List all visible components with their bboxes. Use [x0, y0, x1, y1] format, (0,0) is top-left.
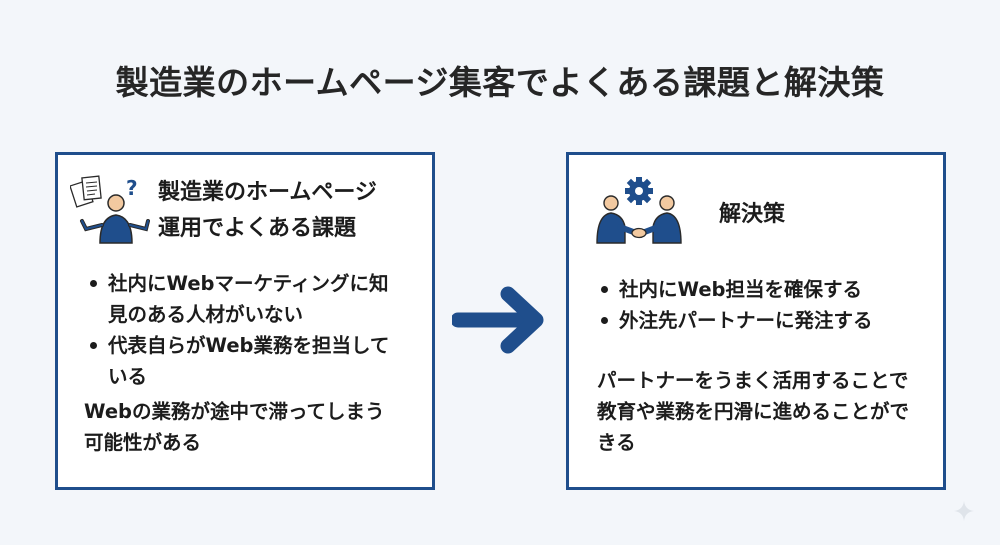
- problem-item: 社内にWebマーケティングに知見のある人材がいない: [86, 268, 406, 330]
- page-title: 製造業のホームページ集客でよくある課題と解決策: [115, 63, 885, 102]
- problem-heading: 製造業のホームページ 運用でよくある課題: [158, 175, 428, 247]
- right-arrow-icon-graphic: [450, 286, 544, 354]
- bullet-icon: [601, 286, 608, 293]
- problem-heading-line-2: 運用でよくある課題: [158, 216, 357, 241]
- solution-note: パートナーをうまく活用することで教育や業務を円滑に進めることができる: [597, 369, 910, 454]
- solution-item-text: 外注先パートナーに発注する: [619, 309, 873, 332]
- problem-note: Webの業務が途中で滞ってしまう可能性がある: [84, 400, 385, 454]
- solution-item: 社内にWeb担当を確保する: [597, 274, 927, 305]
- bullet-icon: [601, 317, 608, 324]
- sparkle-icon: [953, 500, 975, 522]
- confused-person-icon-graphic: ?: [69, 175, 150, 244]
- problem-item-text: 代表自らがWeb業務を担当している: [108, 334, 390, 388]
- solution-heading: 解決策: [719, 202, 786, 227]
- handshake-gear-icon: [594, 177, 684, 245]
- solution-item: 外注先パートナーに発注する: [597, 305, 927, 336]
- sparkle-icon-graphic: [954, 501, 974, 521]
- problem-item-text: 社内にWebマーケティングに知見のある人材がいない: [108, 272, 389, 326]
- bullet-icon: [90, 280, 97, 287]
- problem-item: 代表自らがWeb業務を担当している: [86, 330, 406, 392]
- problem-panel: ? 製造業のホームページ 運用でよくある課題 社内にWebマーケティングに知見の…: [55, 152, 435, 490]
- bullet-icon: [90, 342, 97, 349]
- problem-list: 社内にWebマーケティングに知見のある人材がいない 代表自らがWeb業務を担当し…: [86, 268, 406, 392]
- solution-list: 社内にWeb担当を確保する 外注先パートナーに発注する: [597, 274, 927, 336]
- confused-person-icon: ?: [69, 173, 150, 249]
- problem-heading-line-1: 製造業のホームページ: [158, 180, 377, 205]
- right-arrow-icon: [450, 282, 548, 358]
- svg-text:?: ?: [126, 176, 138, 200]
- solution-item-text: 社内にWeb担当を確保する: [619, 278, 862, 301]
- solution-panel: 解決策 社内にWeb担当を確保する 外注先パートナーに発注する パートナーをうま…: [566, 152, 946, 490]
- handshake-gear-icon-graphic: [596, 177, 682, 244]
